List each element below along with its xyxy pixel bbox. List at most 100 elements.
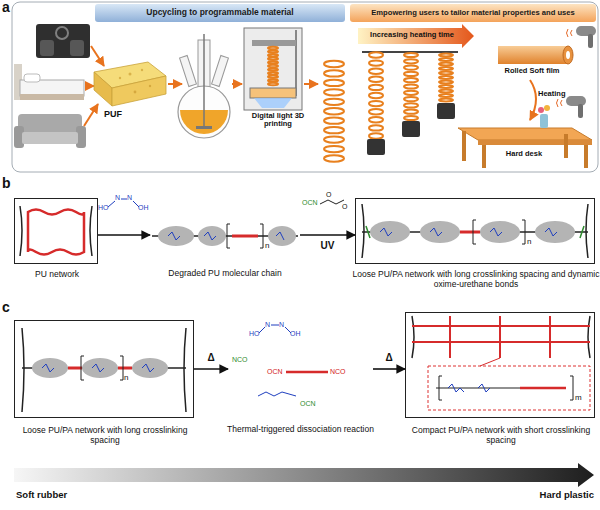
source-arrow xyxy=(85,85,94,87)
atom-label: N xyxy=(265,321,273,329)
soft-to-hard-arrow xyxy=(14,463,594,487)
node-caption: PU network xyxy=(9,269,105,279)
degraded-chain xyxy=(152,224,298,248)
degraded-chain xyxy=(158,226,194,246)
atom-label: O xyxy=(342,203,350,211)
spring-weight-test xyxy=(362,52,458,155)
compact-network xyxy=(412,316,590,410)
compact-network xyxy=(549,316,551,358)
panel-letter: c xyxy=(2,300,16,315)
source-arrow xyxy=(304,83,318,85)
repeat-index: n xyxy=(527,238,535,247)
hair-dryer xyxy=(576,26,596,36)
loose-network-chain xyxy=(32,358,68,378)
node-caption: Compact PU/PA network with short crossli… xyxy=(400,425,600,445)
iem-bonds xyxy=(320,200,344,204)
glyoxime-bonds xyxy=(108,199,139,207)
reaction-arrow xyxy=(98,234,150,236)
printed-spring xyxy=(324,61,344,162)
foam-block xyxy=(134,91,137,94)
arrow-label: Increasing heating time xyxy=(360,31,464,39)
spring-weight-test xyxy=(367,139,385,155)
desk xyxy=(538,107,544,113)
loose-network-chain xyxy=(132,358,168,378)
car-interior-photo xyxy=(36,24,90,58)
desk xyxy=(462,131,466,161)
network-box: Loose PU/PA network with long crosslinki… xyxy=(355,198,595,264)
degraded-chain xyxy=(227,224,263,248)
loose-network-chain xyxy=(118,367,132,370)
bed-photo xyxy=(14,64,84,100)
loose-network-chain xyxy=(480,221,520,243)
hair-dryer xyxy=(557,99,563,107)
reactor-flask xyxy=(180,55,197,86)
heating-time-arrow xyxy=(358,24,474,48)
degraded-chain xyxy=(168,232,284,240)
compact-network xyxy=(439,376,573,400)
printed-spring xyxy=(324,61,344,162)
compact-network xyxy=(428,366,590,410)
rolled-film xyxy=(563,46,573,64)
heating-arrow xyxy=(530,80,536,120)
reaction-arrow xyxy=(194,368,228,370)
dlp-printer xyxy=(250,88,296,98)
loose-network-chain xyxy=(380,228,557,236)
scale-end-label: Soft rubber xyxy=(16,490,96,500)
foam-block xyxy=(119,77,121,79)
desk xyxy=(584,145,588,168)
atom-label: O xyxy=(326,191,334,199)
iem-bonds xyxy=(320,200,344,204)
desk xyxy=(478,140,592,145)
atom-label: NCO xyxy=(330,368,350,376)
sofa-photo xyxy=(22,132,78,144)
atom-label: NCO xyxy=(232,356,252,364)
hair-dryer xyxy=(557,26,597,118)
edge-label: Δ xyxy=(369,352,409,363)
panel-frame xyxy=(12,2,598,172)
loose-network-chain xyxy=(82,358,118,378)
atom-label: N xyxy=(127,194,135,202)
spring-weight-test xyxy=(437,103,455,119)
source-arrow xyxy=(84,104,98,126)
foam-block xyxy=(94,62,166,106)
spring-weight-test xyxy=(369,52,383,138)
desk xyxy=(458,128,592,140)
loose-network-chain xyxy=(81,356,123,380)
compact-network xyxy=(448,384,490,392)
foam-block xyxy=(94,72,112,106)
desk xyxy=(564,134,568,158)
compact-network xyxy=(499,316,501,358)
hair-dryer xyxy=(578,104,583,118)
atom-label: OH xyxy=(138,204,152,212)
pu-network-drawing xyxy=(20,206,92,256)
sofa-photo xyxy=(18,114,82,134)
section-banner: Upcycling to programmable material xyxy=(95,4,345,22)
compact-network xyxy=(520,387,566,390)
foam-block xyxy=(112,76,166,106)
reaction-arrow xyxy=(373,368,405,370)
atom-label: N xyxy=(115,194,123,202)
part-label: Hard desk xyxy=(494,150,554,158)
node-caption: Degraded PU molecular chain xyxy=(144,268,306,278)
atom-label: OH xyxy=(290,330,304,338)
compact-network xyxy=(480,358,500,366)
panel-frame xyxy=(12,2,598,172)
spring-weight-test xyxy=(404,53,418,120)
source-arrow xyxy=(168,83,182,85)
loose-network-chain xyxy=(473,220,525,244)
hair-dryer xyxy=(567,29,573,37)
network-box: PU network xyxy=(14,198,98,264)
loose-network-chain xyxy=(362,204,588,258)
dlp-printer xyxy=(254,98,292,108)
heating-time-arrow xyxy=(358,24,474,48)
source-arrow xyxy=(91,46,104,66)
scale-end-label: Hard plastic xyxy=(510,490,594,500)
reactor-flask xyxy=(196,126,212,129)
loose-network-chain xyxy=(535,221,575,243)
chain-group: Degraded PU molecular chain xyxy=(150,212,300,258)
hair-dryer xyxy=(566,96,586,106)
soft-to-hard-arrow xyxy=(14,463,594,487)
loose-network-chain xyxy=(22,328,186,412)
